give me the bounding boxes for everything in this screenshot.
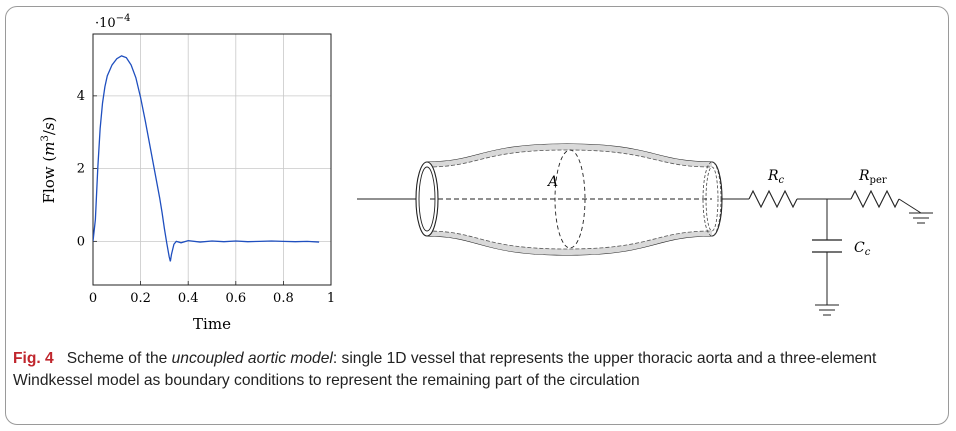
wire-3 (898, 198, 922, 214)
vessel-outlet-outer (711, 161, 723, 237)
area-label: A (546, 174, 558, 190)
chart-grid (93, 34, 331, 285)
x-tick-label: 1 (327, 291, 335, 306)
windkessel-circuit: Rc Rper Cc (722, 168, 933, 316)
flow-series-line (93, 55, 320, 262)
resistor-rper-label: Rper (858, 168, 887, 186)
y-multiplier: ·10−4 (95, 13, 130, 31)
y-axis-label: Flow (m3/s) (40, 117, 58, 204)
resistor-rc (748, 189, 798, 209)
plot-frame (92, 33, 332, 286)
flow-chart: 0 0.2 0.4 0.6 0.8 1 0 2 4 ·10−4 Flow (m3/s) Time (40, 13, 335, 333)
vessel-outlet-dashed (702, 161, 722, 237)
x-tick-label: 0.2 (130, 291, 151, 306)
y-tick-label: 0 (77, 234, 85, 249)
y-tick-label: 2 (77, 162, 85, 177)
vessel-diagram: A (357, 143, 723, 256)
chart-ticks: 0 0.2 0.4 0.6 0.8 1 0 2 4 (77, 89, 335, 306)
resistor-rc-label: Rc (767, 168, 785, 186)
resistor-rper (850, 189, 900, 209)
x-tick-label: 0.8 (273, 291, 294, 306)
x-tick-label: 0.6 (225, 291, 246, 306)
vessel-bottom-wall-fill (427, 231, 712, 255)
caption-text-start: Scheme of the (66, 350, 172, 367)
figure-frame (5, 6, 949, 425)
caption-text-end: : single 1D vessel that represents the u… (13, 350, 877, 389)
vessel-inner-bottom (426, 230, 713, 250)
vessel-top-wall-fill (427, 144, 712, 167)
caption-italic: uncoupled aortic model (171, 350, 333, 367)
x-tick-label: 0.4 (178, 291, 199, 306)
vessel-inner-top (426, 149, 713, 168)
figure-label: Fig. 4 (13, 350, 54, 367)
figure-caption: Fig. 4 Scheme of the uncoupled aortic mo… (13, 348, 943, 392)
x-axis-label: Time (193, 315, 231, 333)
y-tick-label: 4 (77, 89, 85, 104)
capacitor-label: Cc (854, 240, 871, 258)
x-tick-label: 0 (89, 291, 97, 306)
